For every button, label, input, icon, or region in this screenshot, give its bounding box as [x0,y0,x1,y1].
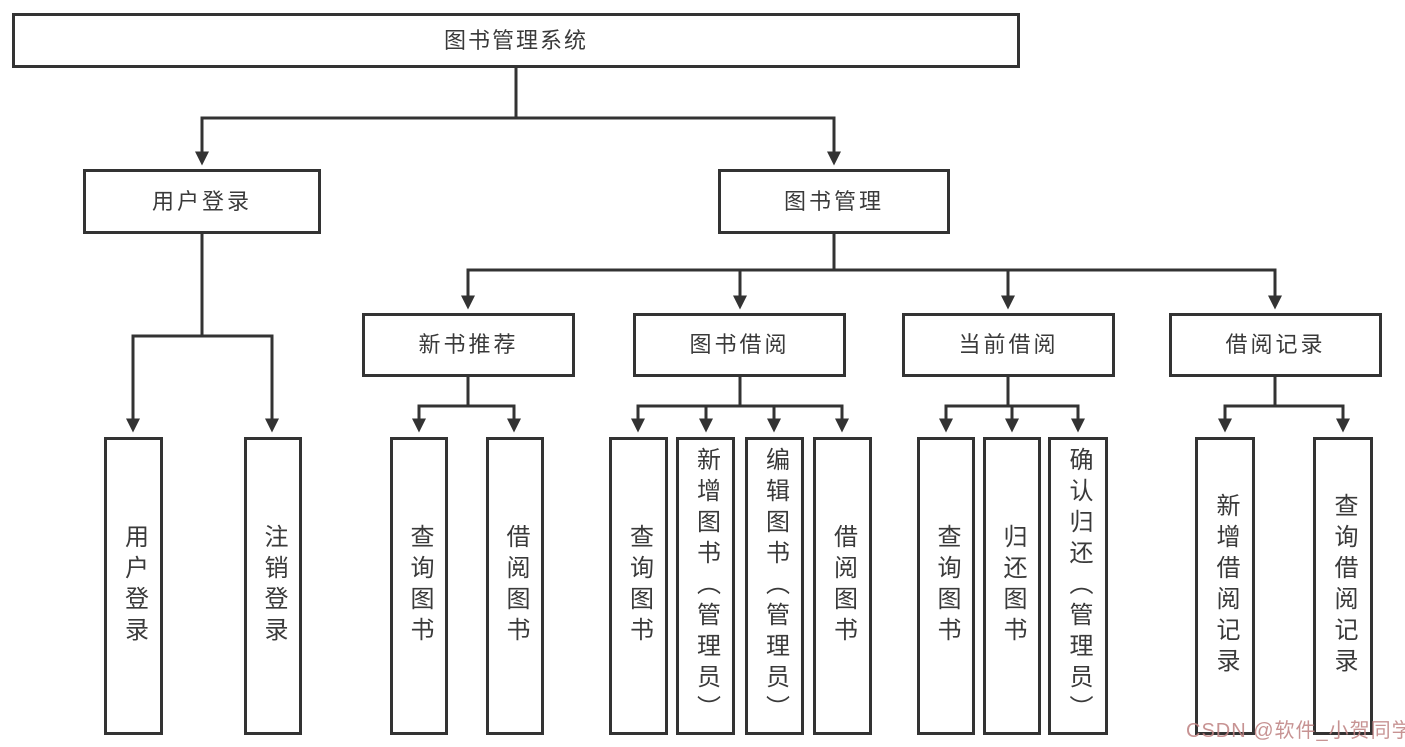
leaf-box-query-books-current: 查询图书 [917,437,975,735]
leaf-add-books-admin-label: 新增图书（管理员） [692,446,720,726]
level3-book-borrow-label: 图书借阅 [689,332,790,357]
leaf-query-books-recommend-label: 查询图书 [406,524,433,648]
root-box-system: 图书管理系统 [12,13,1020,68]
level3-borrow-record-label: 借阅记录 [1225,332,1326,357]
leaf-confirm-return-admin-label: 确认归还（管理员） [1065,446,1092,726]
connector-current-borrow-children [939,377,1085,433]
leaf-box-logout: 注销登录 [244,437,302,735]
leaf-edit-books-admin-label: 编辑图书（管理员） [761,446,789,726]
connector-new-book-children [412,377,521,433]
leaf-box-add-borrow-record: 新增借阅记录 [1195,437,1255,735]
connector-book-borrow-children [631,377,849,433]
level2-box-user-login: 用户登录 [83,169,321,234]
connector-user-login-children [126,234,279,433]
level2-user-login-label: 用户登录 [151,188,252,214]
leaf-box-return-books: 归还图书 [983,437,1041,735]
level3-box-new-book-recommend: 新书推荐 [362,313,575,377]
leaf-box-query-books-borrow: 查询图书 [609,437,668,735]
leaf-add-borrow-record-label: 新增借阅记录 [1212,493,1239,679]
leaf-box-borrow-books-recommend: 借阅图书 [486,437,544,735]
level3-current-borrow-label: 当前借阅 [958,332,1059,357]
level2-box-book-management: 图书管理 [718,169,950,234]
level2-book-management-label: 图书管理 [783,188,884,214]
leaf-box-borrow-books: 借阅图书 [813,437,872,735]
level3-new-book-label: 新书推荐 [418,332,519,357]
leaf-query-borrow-record-label: 查询借阅记录 [1330,493,1357,679]
connector-root-to-level2 [195,68,841,166]
leaf-return-books-label: 归还图书 [999,524,1026,648]
level3-box-borrow-record: 借阅记录 [1169,313,1382,377]
leaf-borrow-books-label: 借阅图书 [829,524,857,648]
leaf-query-books-current-label: 查询图书 [933,524,960,648]
leaf-box-user-login: 用户登录 [104,437,163,735]
leaf-box-edit-books-admin: 编辑图书（管理员） [745,437,804,735]
root-label: 图书管理系统 [443,27,588,53]
leaf-user-login-label: 用户登录 [120,524,148,648]
connector-borrow-record-children [1218,377,1350,433]
leaf-box-confirm-return-admin: 确认归还（管理员） [1048,437,1108,735]
leaf-borrow-books-recommend-label: 借阅图书 [502,524,529,648]
level3-box-current-borrow: 当前借阅 [902,313,1115,377]
leaf-box-query-borrow-record: 查询借阅记录 [1313,437,1373,735]
level3-box-book-borrow: 图书借阅 [633,313,846,377]
connector-book-management-children [461,234,1282,310]
csdn-watermark: CSDN @软件_小贺同学 [1186,720,1405,742]
leaf-box-add-books-admin: 新增图书（管理员） [676,437,735,735]
leaf-query-books-borrow-label: 查询图书 [625,524,653,648]
leaf-logout-label: 注销登录 [260,524,287,648]
leaf-box-query-books-recommend: 查询图书 [390,437,448,735]
